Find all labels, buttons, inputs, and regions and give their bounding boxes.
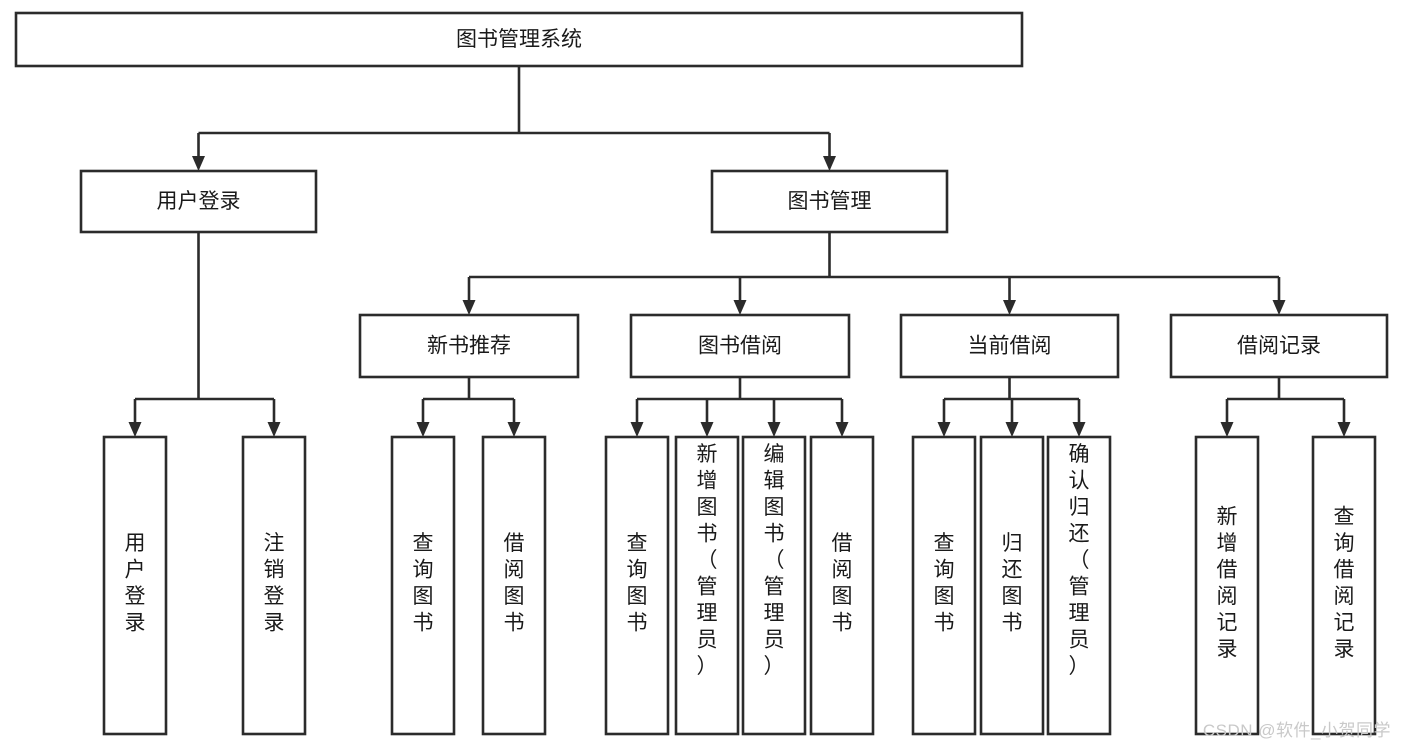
node-user-login[interactable]: 用户登录 xyxy=(79,169,318,234)
arrow-head xyxy=(767,422,781,437)
arrow-head xyxy=(128,422,142,437)
watermark: CSDN @软件_小贺同学 xyxy=(1202,721,1391,740)
node-box xyxy=(358,313,580,379)
arrow-head xyxy=(1272,300,1286,315)
edge-layer xyxy=(128,66,1351,437)
node-new-book-rec[interactable]: 新书推荐 xyxy=(358,313,580,379)
node-book-borrow[interactable]: 图书借阅 xyxy=(629,313,851,379)
node-leaf-rec-query[interactable]: 查询图书 xyxy=(390,435,456,736)
arrow-head xyxy=(937,422,951,437)
node-box xyxy=(741,435,807,736)
node-label: 借阅图书 xyxy=(832,532,853,635)
node-box xyxy=(979,435,1045,736)
arrow-head xyxy=(733,300,747,315)
node-label: 借阅记录 xyxy=(1237,335,1321,358)
arrow-head xyxy=(1072,422,1086,437)
node-box xyxy=(14,11,1024,68)
arrow-head xyxy=(1005,422,1019,437)
arrow-head xyxy=(267,422,281,437)
arrow-head xyxy=(630,422,644,437)
node-label: 新书推荐 xyxy=(427,335,511,358)
node-box xyxy=(1311,435,1377,736)
node-label: 图书管理 xyxy=(788,190,872,213)
node-box xyxy=(710,169,949,234)
node-current-borrow[interactable]: 当前借阅 xyxy=(899,313,1120,379)
arrow-head xyxy=(835,422,849,437)
arrow-head xyxy=(507,422,521,437)
node-leaf-borrow-edit[interactable]: 编辑图书（管理员） xyxy=(741,435,807,736)
node-box xyxy=(629,313,851,379)
node-label: 查询图书 xyxy=(934,532,955,635)
node-box xyxy=(604,435,670,736)
node-leaf-rec-borrow[interactable]: 借阅图书 xyxy=(481,435,547,736)
node-leaf-logout[interactable]: 注销登录 xyxy=(241,435,307,736)
node-label: 用户登录 xyxy=(157,190,241,213)
node-label: 查询借阅记录 xyxy=(1334,505,1355,661)
node-box xyxy=(241,435,307,736)
node-label: 新增图书（管理员） xyxy=(697,443,718,678)
node-label: 注销登录 xyxy=(264,532,285,635)
node-label: 编辑图书（管理员） xyxy=(764,443,785,678)
node-label: 查询图书 xyxy=(627,532,648,635)
node-label: 借阅图书 xyxy=(504,532,525,635)
node-label: 归还图书 xyxy=(1002,532,1023,635)
node-box xyxy=(1194,435,1260,736)
node-box xyxy=(102,435,168,736)
node-box xyxy=(79,169,318,234)
node-label: 图书管理系统 xyxy=(456,28,582,51)
arrow-head xyxy=(462,300,476,315)
node-leaf-borrow-add[interactable]: 新增图书（管理员） xyxy=(674,435,740,736)
arrow-head xyxy=(416,422,430,437)
node-book-manage[interactable]: 图书管理 xyxy=(710,169,949,234)
node-leaf-rec-search[interactable]: 查询借阅记录 xyxy=(1311,435,1377,736)
node-leaf-cur-return[interactable]: 归还图书 xyxy=(979,435,1045,736)
node-box xyxy=(809,435,875,736)
node-leaf-borrow-query[interactable]: 查询图书 xyxy=(604,435,670,736)
node-root[interactable]: 图书管理系统 xyxy=(14,11,1024,68)
node-leaf-borrow-do[interactable]: 借阅图书 xyxy=(809,435,875,736)
arrow-head xyxy=(1003,300,1016,315)
node-box xyxy=(1046,435,1112,736)
node-box xyxy=(390,435,456,736)
arrow-head xyxy=(1337,422,1351,437)
node-box xyxy=(1169,313,1389,379)
node-label: 当前借阅 xyxy=(968,335,1052,358)
arrow-head xyxy=(823,156,836,171)
node-leaf-cur-confirm[interactable]: 确认归还（管理员） xyxy=(1046,435,1112,736)
node-label: 新增借阅记录 xyxy=(1217,505,1238,661)
node-label: 用户登录 xyxy=(125,532,146,635)
node-box xyxy=(481,435,547,736)
node-borrow-record[interactable]: 借阅记录 xyxy=(1169,313,1389,379)
arrow-head xyxy=(1220,422,1234,437)
arrow-head xyxy=(192,156,205,171)
node-leaf-cur-query[interactable]: 查询图书 xyxy=(911,435,977,736)
node-label: 图书借阅 xyxy=(698,335,782,358)
node-box xyxy=(911,435,977,736)
node-label: 确认归还（管理员） xyxy=(1069,443,1090,678)
node-box xyxy=(674,435,740,736)
node-box xyxy=(899,313,1120,379)
node-layer: 图书管理系统用户登录图书管理新书推荐图书借阅当前借阅借阅记录用户登录注销登录查询… xyxy=(14,11,1389,736)
node-label: 查询图书 xyxy=(413,532,434,635)
node-leaf-user-login[interactable]: 用户登录 xyxy=(102,435,168,736)
node-leaf-rec-add[interactable]: 新增借阅记录 xyxy=(1194,435,1260,736)
arrow-head xyxy=(700,422,714,437)
